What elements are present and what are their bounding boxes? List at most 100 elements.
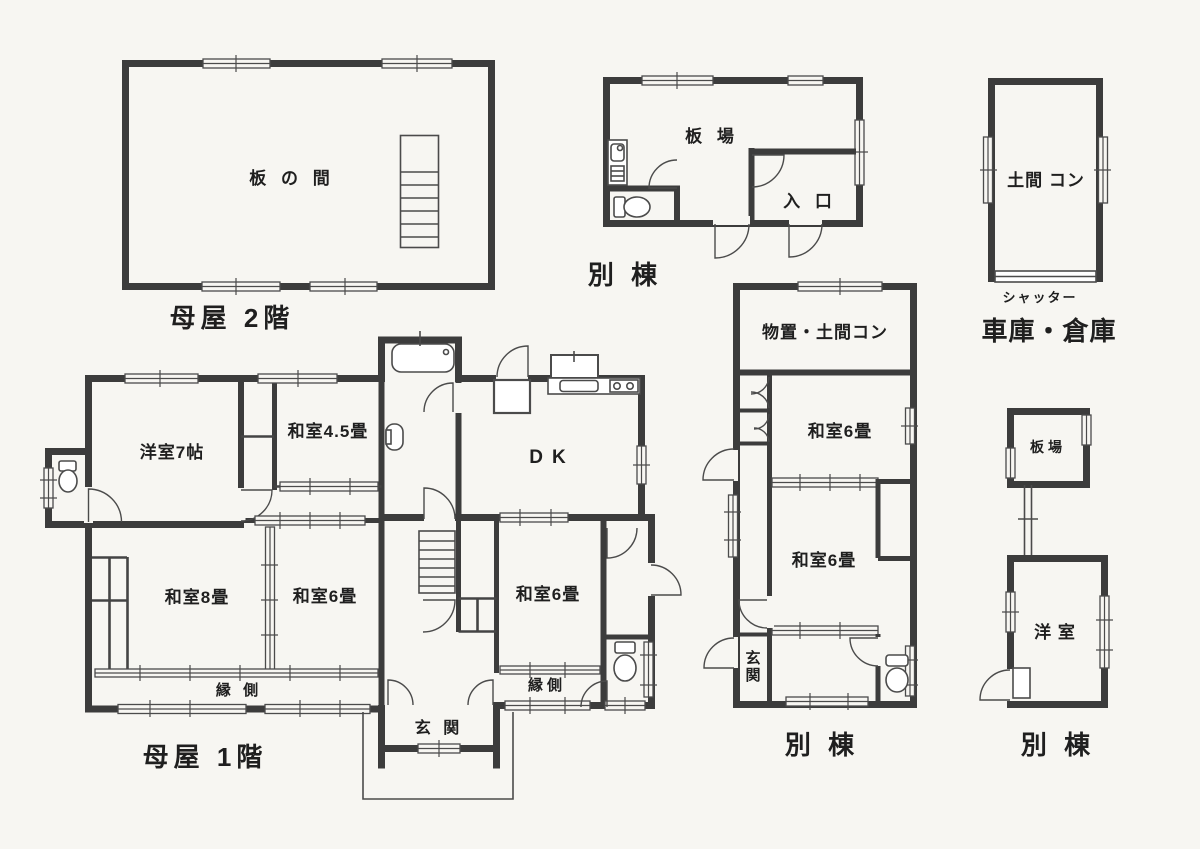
toilet-icon	[885, 654, 909, 693]
door-arc	[788, 223, 823, 258]
door-arc	[714, 223, 750, 259]
building-title-main-2f: 母屋 2階	[170, 303, 295, 333]
breezeway-corridor	[1018, 485, 1038, 558]
window	[797, 278, 883, 295]
toilet-icon	[613, 196, 651, 218]
building-main-1f: 洋室7帖 和室4.5畳 DK 和室8畳 和室6畳 和室6畳 縁 側 縁側 玄 関…	[40, 331, 682, 800]
door-arc	[422, 599, 456, 633]
door-arc	[467, 679, 494, 706]
window	[257, 370, 338, 387]
sliding-partition	[279, 478, 379, 495]
door-arc	[606, 527, 638, 559]
building-garage: 土間 コン シャッター 車庫・倉庫	[980, 78, 1116, 346]
window	[264, 700, 371, 717]
building-annex-east: 物置・土間コン 和室6畳 和室6畳 玄関 別 棟	[702, 278, 918, 760]
shutter	[994, 270, 1097, 283]
window	[641, 72, 714, 89]
exterior-door-arc	[703, 637, 735, 669]
door-arc	[387, 679, 414, 706]
room-label-dk: DK	[529, 447, 574, 468]
window	[604, 697, 646, 714]
window	[124, 370, 199, 387]
entry-step	[1012, 667, 1031, 699]
door-arc	[751, 154, 785, 188]
sliding-partition	[771, 622, 879, 639]
sliding-partition	[254, 512, 366, 529]
bathtub-icon	[391, 331, 455, 373]
entry-step	[492, 378, 532, 415]
toilet-icon	[58, 460, 78, 493]
building-main-2f: 板 の 間 母屋 2階	[122, 55, 495, 333]
door-arc	[738, 599, 768, 629]
closet-door-arc	[750, 376, 770, 395]
building-title-annex-southeast: 別 棟	[1021, 730, 1095, 760]
window	[785, 693, 869, 710]
room-label-youshitsu-se: 洋 室	[1034, 622, 1076, 642]
kitchen-counter	[547, 377, 641, 395]
room-label-itaba-north: 板 場	[685, 126, 739, 146]
shutter-label: シャッター	[1002, 290, 1077, 305]
closet-door-arc	[750, 391, 770, 409]
building-annex-southeast: 板場 洋 室 別 棟	[979, 408, 1113, 760]
window	[1002, 591, 1019, 633]
room-label-washitsu6-north: 和室6畳	[808, 421, 872, 441]
window	[1096, 595, 1113, 669]
window	[787, 75, 824, 86]
door-arc	[240, 489, 273, 522]
exterior-door-arc	[496, 345, 529, 378]
window	[901, 407, 918, 445]
door-arc	[580, 680, 608, 708]
building-annex-north: 板 場 入 口 別 棟	[588, 72, 868, 290]
room-label-washitsu6-west: 和室6畳	[293, 586, 357, 606]
room-label-washitsu45: 和室4.5畳	[288, 421, 369, 441]
room-label-youshitsu7: 洋室7帖	[140, 442, 204, 462]
veranda-partition	[94, 665, 379, 681]
room-label-engawa-west: 縁 側	[216, 681, 262, 699]
exterior-door-arc	[702, 448, 735, 481]
room-label-doma: 土間 コン	[1007, 170, 1085, 190]
door-arc	[849, 637, 879, 667]
building-title-garage: 車庫・倉庫	[981, 316, 1116, 346]
door-arc	[423, 487, 456, 520]
window	[201, 278, 281, 295]
room-label-itanoma: 板 の 間	[249, 168, 334, 188]
room-label-engawa-east: 縁側	[528, 676, 566, 694]
sliding-partition	[771, 474, 879, 491]
kitchen-sink-icon	[607, 139, 628, 186]
building-title-annex-east: 別 棟	[785, 730, 859, 760]
sliding-partition	[261, 526, 278, 671]
room-label-washitsu8: 和室8畳	[165, 587, 229, 607]
window	[381, 55, 453, 72]
window	[1094, 136, 1111, 204]
room-label-storage: 物置・土間コン	[762, 322, 888, 342]
door-arc	[87, 488, 123, 523]
closet-door-arc	[753, 427, 770, 443]
washbasin-icon	[385, 423, 404, 451]
sliding-partition	[499, 509, 569, 526]
building-title-main-1f: 母屋 1階	[143, 742, 268, 772]
window	[117, 700, 247, 717]
window	[1081, 414, 1092, 446]
window	[640, 641, 657, 698]
room-label-itaba-se: 板場	[1030, 439, 1066, 455]
porch-outline	[362, 712, 514, 800]
door-arc	[423, 382, 454, 413]
door-arc	[648, 159, 678, 189]
room-label-washitsu6-south: 和室6畳	[792, 550, 856, 570]
exterior-door-arc	[650, 564, 682, 596]
toilet-icon	[613, 641, 637, 682]
exterior-door-arc	[979, 669, 1011, 701]
window	[309, 278, 378, 295]
room-label-entrance: 入 口	[783, 192, 837, 211]
window	[724, 494, 741, 558]
room-label-genkan-main: 玄 関	[415, 718, 463, 737]
window	[202, 55, 271, 72]
window	[1005, 447, 1016, 479]
staircase-1f	[418, 530, 456, 594]
veranda-partition	[499, 662, 601, 678]
window	[504, 697, 591, 714]
room-label-genkan-annex: 玄関	[744, 649, 761, 684]
staircase-2f	[399, 134, 440, 249]
